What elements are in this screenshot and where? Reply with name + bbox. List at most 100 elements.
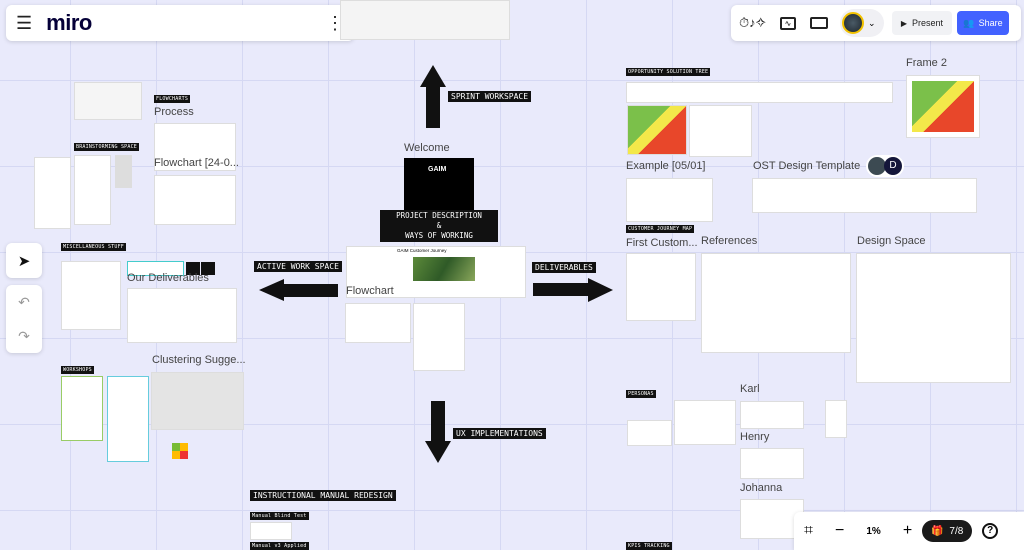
activity-icon[interactable]: ∿ xyxy=(779,16,796,30)
gaim-card-2 xyxy=(201,262,215,275)
brainstorm-frame-c[interactable] xyxy=(115,155,132,188)
more-options-icon[interactable]: ⋮ xyxy=(326,12,344,33)
ost-template-title[interactable]: OST Design Template xyxy=(753,160,861,172)
brainstorm-frame-b[interactable] xyxy=(74,155,111,225)
misc-frame[interactable] xyxy=(61,261,121,330)
our-deliverables-title[interactable]: Our Deliverables xyxy=(127,272,209,284)
project-line2: & xyxy=(436,221,442,230)
reactions-icon[interactable]: ⏱♪✧ xyxy=(739,15,766,30)
gift-count: 7/8 xyxy=(949,525,964,537)
project-line3: WAYS OF WORKING xyxy=(405,231,473,240)
flowchart-title[interactable]: Flowchart xyxy=(346,285,394,297)
first-customer-title[interactable]: First Custom... xyxy=(626,237,698,249)
deliverables-thumb[interactable] xyxy=(127,261,184,276)
fit-to-screen-icon[interactable]: ⌗ xyxy=(804,522,814,539)
johanna-title[interactable]: Johanna xyxy=(740,482,783,494)
personas-table[interactable] xyxy=(674,400,736,445)
workshop-frame-a[interactable] xyxy=(61,376,103,441)
arrow-up xyxy=(426,85,440,128)
top-left-bar: ☰ miro ⋮ xyxy=(6,5,354,41)
workshop-frame-b[interactable] xyxy=(107,376,149,462)
present-button[interactable]: ▶Present xyxy=(891,11,952,35)
arrow-down-head xyxy=(425,441,451,463)
avatar xyxy=(841,12,864,34)
design-space-frame[interactable] xyxy=(856,253,1011,383)
workshops-tag: WORKSHOPS xyxy=(61,366,94,374)
johanna-frame[interactable] xyxy=(740,499,804,539)
clustering-title[interactable]: Clustering Sugge... xyxy=(152,354,246,366)
blind-test-tag: Manual Blind Test xyxy=(250,512,309,520)
personas-frame[interactable] xyxy=(627,420,672,446)
select-tool-panel: ➤ xyxy=(6,243,42,278)
design-space-title[interactable]: Design Space xyxy=(857,235,926,247)
menu-icon[interactable]: ☰ xyxy=(16,12,33,33)
henry-frame[interactable] xyxy=(740,448,804,479)
brainstorm-frame-a[interactable] xyxy=(34,157,71,229)
miro-logo[interactable]: miro xyxy=(46,10,92,35)
arrow-right-head xyxy=(588,278,613,302)
process-thumbnail-top[interactable] xyxy=(74,82,142,120)
microsoft-logo-icon xyxy=(172,443,188,459)
zoom-in-button[interactable]: + xyxy=(902,522,913,539)
arrow-up-head xyxy=(420,65,446,87)
karl-title[interactable]: Karl xyxy=(740,383,760,395)
gift-button[interactable]: 🎁7/8 xyxy=(922,520,973,542)
redo-icon[interactable]: ↷ xyxy=(18,327,30,344)
journey-frame[interactable]: GAIM Customer Journey xyxy=(346,246,526,298)
instructional-manual-label: INSTRUCTIONAL MANUAL REDESIGN xyxy=(250,490,396,501)
process-title[interactable]: Process xyxy=(154,106,194,118)
undo-icon[interactable]: ↶ xyxy=(18,293,30,310)
welcome-title[interactable]: Welcome xyxy=(404,142,450,154)
ost-frame[interactable] xyxy=(626,82,893,103)
references-frame[interactable] xyxy=(701,253,851,353)
project-description-banner: PROJECT DESCRIPTION & WAYS OF WORKING xyxy=(380,210,498,242)
flowchart-date-title[interactable]: Flowchart [24-0... xyxy=(154,157,239,169)
play-icon: ▶ xyxy=(900,18,908,28)
blind-test-frame[interactable] xyxy=(250,522,292,540)
journey-title: GAIM Customer Journey xyxy=(397,248,447,253)
project-line1: PROJECT DESCRIPTION xyxy=(396,211,482,220)
collaborator-avatars[interactable]: D xyxy=(866,155,904,177)
arrow-left-head xyxy=(259,279,284,301)
video-icon[interactable] xyxy=(809,17,828,29)
process-frame[interactable] xyxy=(154,123,236,171)
ost-matrix[interactable] xyxy=(627,105,687,155)
ost-tag: OPPORTUNITY SOLUTION TREE xyxy=(626,68,711,76)
zoom-out-button[interactable]: − xyxy=(835,522,845,539)
cursor-icon[interactable]: ➤ xyxy=(17,252,31,270)
help-icon[interactable]: ? xyxy=(982,523,999,539)
frame2[interactable] xyxy=(906,75,980,138)
frame2-title[interactable]: Frame 2 xyxy=(906,57,947,69)
first-customer-frame[interactable] xyxy=(626,253,696,321)
flowcharts-tag: FLOWCHARTS xyxy=(154,95,191,103)
references-title[interactable]: References xyxy=(701,235,758,247)
flowchart-frame-b[interactable] xyxy=(413,303,465,371)
manual-tag: Manual v3 Applied xyxy=(250,542,309,550)
flowchart-frame-a[interactable] xyxy=(345,303,411,343)
henry-title[interactable]: Henry xyxy=(740,431,770,443)
sprint-board-thumbnail[interactable] xyxy=(340,0,510,40)
arrow-down xyxy=(431,401,445,443)
ost-list[interactable] xyxy=(689,105,752,157)
persona-charts[interactable] xyxy=(825,400,847,438)
ost-template-frame[interactable] xyxy=(752,178,977,213)
clustering-frame[interactable] xyxy=(151,372,244,430)
share-button[interactable]: 👥Share xyxy=(956,11,1009,35)
brainstorming-tag: BRAINSTORMING SPACE xyxy=(74,143,139,151)
example-frame[interactable] xyxy=(626,178,713,222)
flowchart-date-frame[interactable] xyxy=(154,175,236,225)
kpis-tag: KPIS TRACKING xyxy=(626,542,672,550)
welcome-card[interactable]: GAIM xyxy=(404,158,474,210)
undo-redo-panel: ↶ ↷ xyxy=(6,285,42,353)
our-deliverables-frame[interactable] xyxy=(127,288,237,343)
avatar xyxy=(868,157,886,175)
collaborators-dropdown[interactable]: ⌄ xyxy=(839,9,884,37)
example-title[interactable]: Example [05/01] xyxy=(626,160,706,172)
karl-frame[interactable] xyxy=(740,401,804,429)
zoom-level[interactable]: 1% xyxy=(866,525,881,537)
deliverables-label: DELIVERABLES xyxy=(532,262,596,273)
share-label: Share xyxy=(978,18,1003,28)
journey-photo xyxy=(413,257,475,281)
top-right-bar: ⏱♪✧ ∿ ⌄ ▶Present 👥Share xyxy=(731,5,1021,41)
zoom-bar: ⌗ − 1% + 🎁7/8 ? xyxy=(794,512,1024,550)
